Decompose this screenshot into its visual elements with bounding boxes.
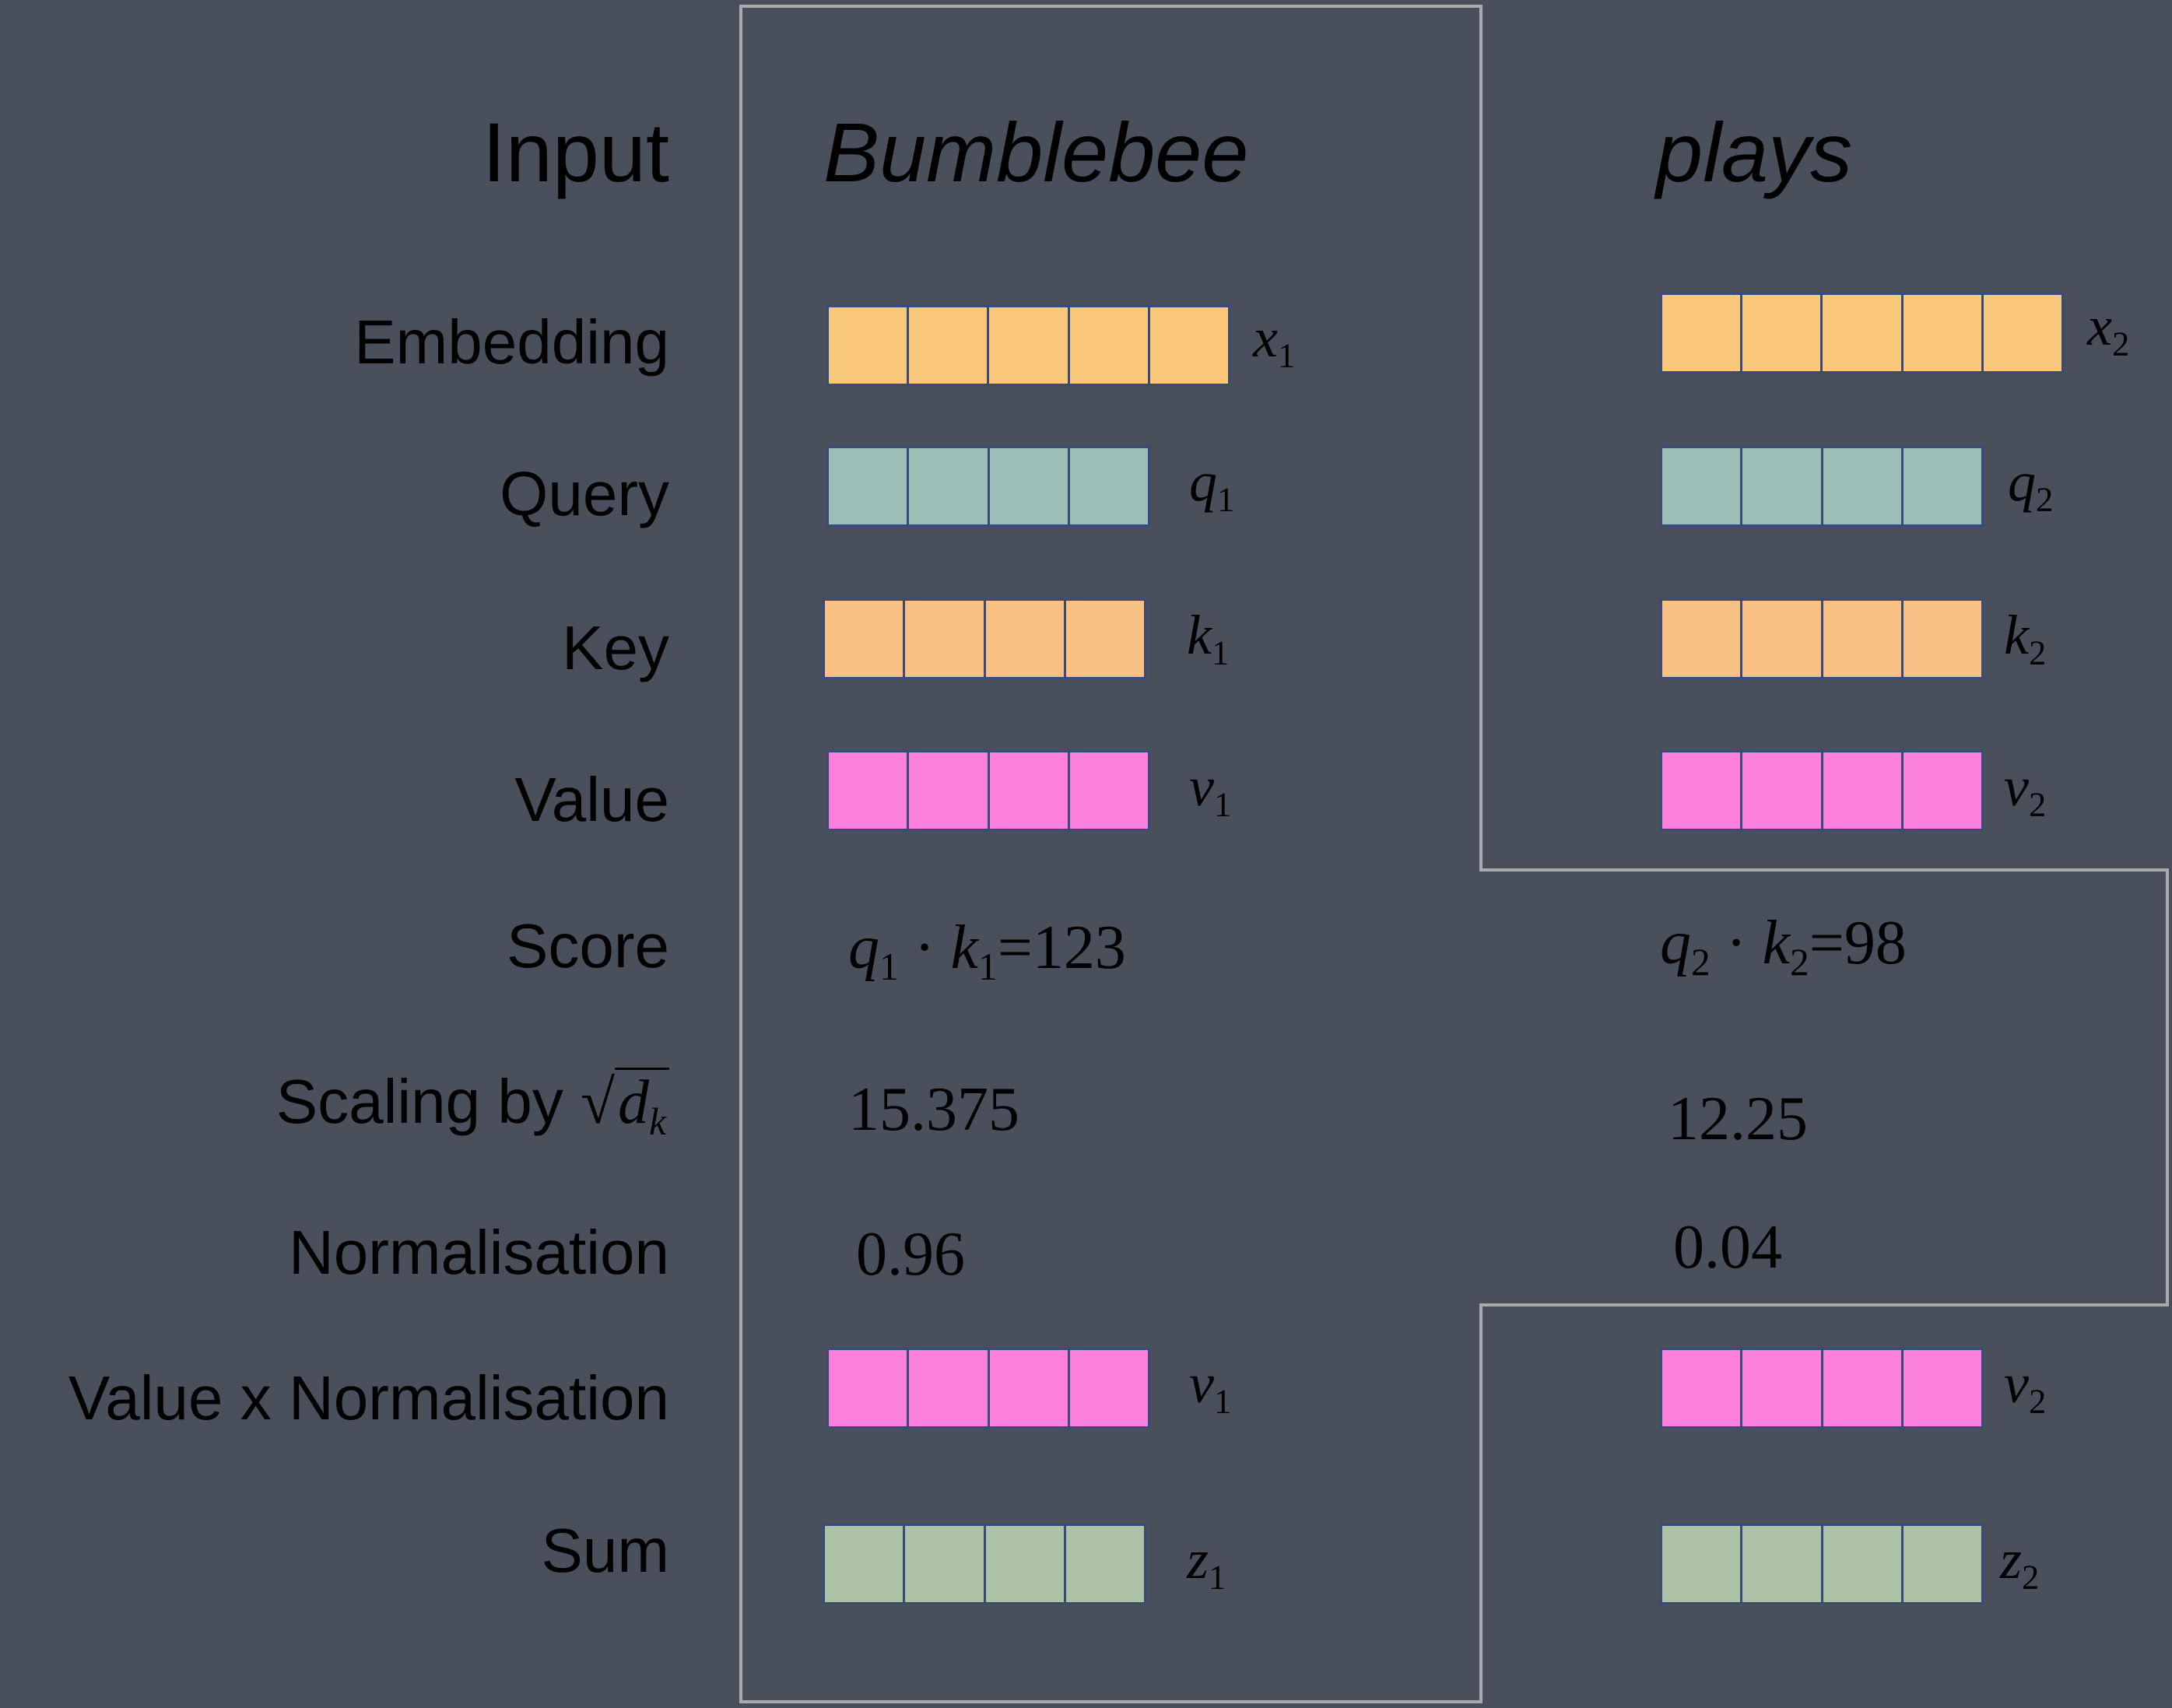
token1-frame: [739, 5, 2169, 1703]
token2-key-vector: [1660, 598, 1984, 679]
input-label: Input: [482, 105, 669, 199]
token1-softmax: 0.96: [856, 1220, 965, 1289]
token2-key-label: k2: [2004, 604, 2047, 672]
token1-sum-label: z1: [1187, 1528, 1226, 1597]
token2-sum-vector: [1660, 1524, 1984, 1605]
token2-embedding-vector: [1660, 293, 2064, 374]
row-label-score: Score: [507, 911, 669, 980]
token1-key-vector: [823, 598, 1146, 679]
token1-weighted-value-vector: [826, 1348, 1150, 1429]
token1-sum-vector: [823, 1524, 1146, 1605]
row-label-scaling: Scaling by √dk: [0, 1068, 669, 1142]
token2-weighted-value-label: v2: [2004, 1352, 2047, 1421]
row-label-value-x-normalisation: Value x Normalisation: [68, 1363, 669, 1433]
token2-query-vector: [1660, 446, 1984, 527]
row-label-query: Query: [500, 459, 669, 528]
row-label-key: Key: [562, 613, 669, 682]
dk-symbol: dk: [614, 1068, 669, 1142]
token1-query-label: q1: [1189, 451, 1235, 519]
token2-value-vector: [1660, 750, 1984, 831]
row-label-normalisation: Normalisation: [288, 1218, 669, 1287]
token1-value-label: v1: [1189, 756, 1232, 824]
token1-embedding-label: x1: [1253, 307, 1296, 375]
token1-weighted-value-label: v1: [1189, 1352, 1232, 1421]
token1-score: q1 · k1=123: [848, 914, 1126, 988]
token1-query-vector: [826, 446, 1150, 527]
row-label-sum: Sum: [541, 1516, 670, 1585]
token1-word: Bumblebee: [823, 105, 1249, 199]
token2-sum-label: z2: [2000, 1528, 2040, 1597]
sqrt-icon: √: [581, 1068, 615, 1137]
token2-query-label: q2: [2008, 451, 2054, 519]
token1-scaled-score: 15.375: [848, 1075, 1019, 1144]
token2-softmax: 0.04: [1673, 1213, 1782, 1282]
row-label-value: Value: [514, 765, 669, 834]
token2-weighted-value-vector: [1660, 1348, 1984, 1429]
token1-value-vector: [826, 750, 1150, 831]
token1-key-label: k1: [1187, 604, 1230, 672]
token2-value-label: v2: [2004, 756, 2047, 824]
token2-score: q2 · k2=98: [1660, 909, 1907, 984]
scaling-text: Scaling by: [275, 1067, 563, 1136]
row-label-embedding: Embedding: [354, 307, 669, 377]
token2-word: plays: [1656, 105, 1853, 199]
token2-embedding-label: x2: [2087, 295, 2130, 363]
token1-embedding-vector: [826, 305, 1230, 386]
token2-scaled-score: 12.25: [1668, 1085, 1808, 1153]
